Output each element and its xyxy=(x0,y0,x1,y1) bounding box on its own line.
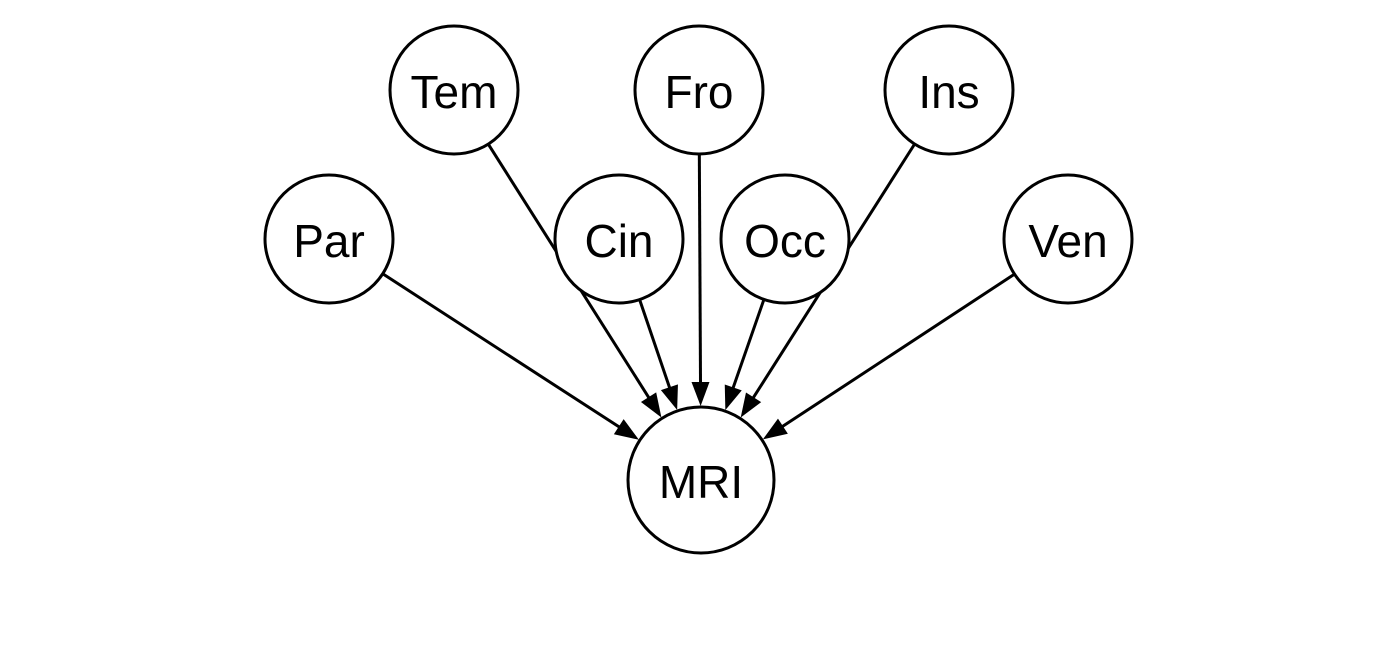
node-mri: MRI xyxy=(626,405,776,555)
node-label-tem: Tem xyxy=(411,66,498,118)
node-par: Par xyxy=(263,173,395,305)
node-tem: Tem xyxy=(388,24,520,156)
node-ins: Ins xyxy=(883,24,1015,156)
node-ven: Ven xyxy=(1002,173,1134,305)
node-circle-ven xyxy=(1002,173,1134,305)
edge-ven-to-mri xyxy=(780,272,1016,429)
arrowhead-cin-to-mri xyxy=(660,384,678,410)
arrowhead-occ-to-mri xyxy=(724,384,742,411)
edge-cin-to-mri xyxy=(638,299,672,390)
node-circle-cin xyxy=(553,173,685,305)
edge-fro-to-mri xyxy=(697,153,703,385)
node-cin: Cin xyxy=(553,173,685,305)
node-label-par: Par xyxy=(293,215,365,267)
node-circle-tem xyxy=(388,24,520,156)
node-circle-par xyxy=(263,173,395,305)
arrowhead-ins-to-mri xyxy=(740,392,762,418)
arrowhead-par-to-mri xyxy=(613,419,639,440)
edge-occ-to-mri xyxy=(731,298,766,390)
node-label-occ: Occ xyxy=(744,215,826,267)
edge-par-to-mri xyxy=(381,272,622,430)
node-circle-mri xyxy=(626,405,776,555)
node-fro: Fro xyxy=(633,24,765,156)
arrowhead-ven-to-mri xyxy=(762,418,788,440)
node-circle-fro xyxy=(633,24,765,156)
node-circle-ins xyxy=(883,24,1015,156)
arrowhead-tem-to-mri xyxy=(640,392,662,418)
arrowhead-fro-to-mri xyxy=(691,381,710,407)
node-occ: Occ xyxy=(719,173,851,305)
node-circle-occ xyxy=(719,173,851,305)
node-label-ven: Ven xyxy=(1028,215,1107,267)
node-label-mri: MRI xyxy=(659,456,743,508)
node-label-cin: Cin xyxy=(584,215,653,267)
node-label-ins: Ins xyxy=(918,66,979,118)
edges-group xyxy=(381,143,1016,440)
node-label-fro: Fro xyxy=(665,66,734,118)
